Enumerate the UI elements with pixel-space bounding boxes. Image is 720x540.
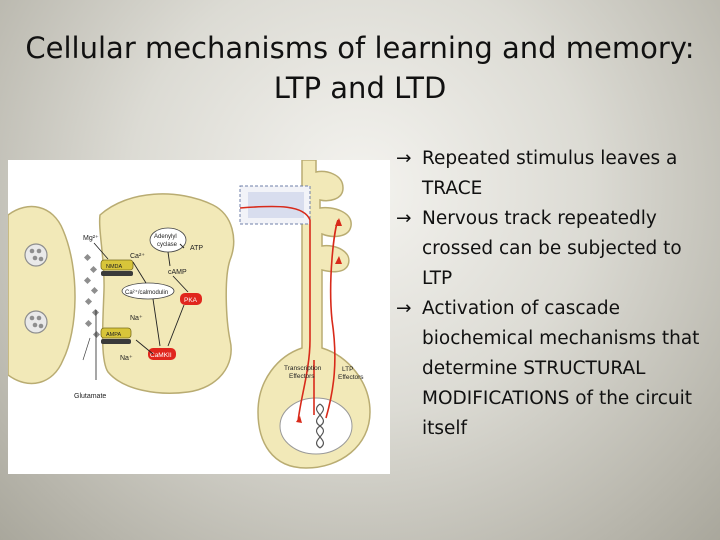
ltp-diagram: Glutamate NMDA Mg²⁺ Ca²⁺ AMPA Na⁺ Na⁺ Ad…: [8, 160, 371, 469]
calmodulin-complex: Ca²⁺/calmodulin: [121, 282, 175, 300]
pathway-arrowhead-3: [335, 256, 342, 264]
arrow-bullet-icon: →: [396, 208, 412, 229]
pathway-arrowhead-1: [296, 416, 302, 423]
adenylyl-label-2: cyclase: [157, 242, 178, 248]
bullet-text: Nervous track repeatedly crossed can be …: [422, 208, 682, 289]
bullet-text: Repeated stimulus leaves a TRACE: [422, 148, 678, 199]
transcription-label-1: Transcription: [284, 365, 322, 372]
atp-label: ATP: [190, 245, 203, 252]
pka-label: PKA: [184, 297, 198, 304]
ampa-label: AMPA: [106, 332, 122, 338]
presynaptic-terminal: [8, 205, 76, 385]
title-line-2: LTP and LTD: [273, 71, 447, 105]
ca-label: Ca²⁺: [130, 253, 145, 260]
camkii-kinase: CaMKII: [148, 348, 176, 360]
dendrite: [257, 160, 371, 469]
na-label-1: Na⁺: [130, 315, 143, 322]
ampa-receptor: AMPA: [100, 327, 132, 344]
pka-kinase: PKA: [180, 293, 202, 305]
signalling-arrows: [132, 243, 189, 355]
ltp-effectors-label-1: LTP: [342, 366, 353, 373]
arrow-bullet-icon: →: [396, 298, 412, 319]
pathway-arrowhead-2: [335, 218, 342, 226]
bullet-item: → Repeated stimulus leaves a TRACE: [396, 144, 714, 204]
mg-arrow: [93, 242, 109, 260]
ltp-mechanism-figure: Glutamate NMDA Mg²⁺ Ca²⁺ AMPA Na⁺ Na⁺ Ad…: [8, 160, 390, 474]
nucleus: [279, 397, 353, 455]
bullet-text: Activation of cascade biochemical mechan…: [422, 298, 700, 439]
adenylyl-label-1: Adenylyl: [154, 234, 177, 240]
signal-pathways: [239, 205, 339, 423]
ltp-effectors-label-2: Effectors: [338, 374, 364, 381]
arrow-bullet-icon: →: [396, 148, 412, 169]
glutamate-label: Glutamate: [74, 393, 106, 400]
bullet-item: → Activation of cascade biochemical mech…: [396, 294, 714, 444]
slide-title: Cellular mechanisms of learning and memo…: [20, 28, 700, 108]
na-label-2: Na⁺: [120, 355, 133, 362]
dna-helix-icon: [316, 403, 324, 449]
mg-label: Mg²⁺: [83, 235, 99, 242]
nmda-label: NMDA: [106, 264, 123, 270]
bullet-list: → Repeated stimulus leaves a TRACE → Ner…: [396, 144, 714, 444]
camp-label: cAMP: [168, 269, 187, 276]
spine-inset-shade: [248, 192, 304, 218]
transcription-label-2: Effectors: [289, 373, 315, 380]
title-line-1: Cellular mechanisms of learning and memo…: [25, 31, 695, 65]
adenylyl-cyclase: Adenylyl cyclase: [149, 227, 187, 253]
calmodulin-label: Ca²⁺/calmodulin: [125, 289, 168, 296]
glutamate-molecules: [83, 253, 101, 339]
bullet-item: → Nervous track repeatedly crossed can b…: [396, 204, 714, 294]
vesicle-contents: [29, 248, 44, 329]
camkii-label: CaMKII: [150, 352, 172, 359]
glutamate-pointer: [82, 337, 91, 361]
nmda-receptor: NMDA: [100, 259, 134, 276]
